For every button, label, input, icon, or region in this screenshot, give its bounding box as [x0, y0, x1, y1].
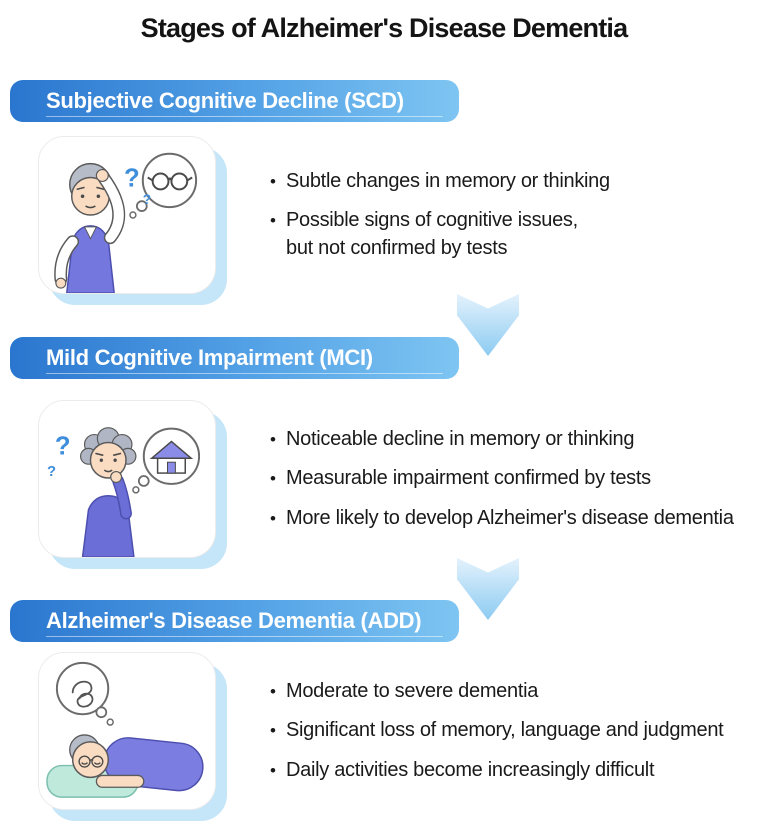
bullet-text: Significant loss of memory, language and…: [286, 719, 724, 742]
stage-header-add: Alzheimer's Disease Dementia (ADD): [10, 600, 459, 642]
header-underline: [46, 373, 443, 374]
bullet-text: Noticeable decline in memory or thinking: [286, 427, 635, 450]
tangled-scribble-icon: [71, 680, 94, 708]
list-item: • Noticeable decline in memory or thinki…: [270, 426, 766, 454]
bullet-text: Measurable impairment confirmed by tests: [286, 467, 651, 490]
down-arrow-icon: [456, 293, 520, 357]
list-item: • Significant loss of memory, language a…: [270, 717, 766, 745]
down-arrow-icon: [456, 557, 520, 621]
header-underline: [46, 636, 443, 637]
scd-illustration: ? ?: [54, 152, 198, 293]
elderly-woman-figure: [80, 427, 137, 557]
glasses-icon: [78, 755, 104, 768]
bullet-icon: •: [270, 681, 276, 701]
stage-header-scd: Subjective Cognitive Decline (SCD): [10, 80, 459, 122]
list-item: • Subtle changes in memory or thinking: [270, 168, 766, 196]
page-title: Stages of Alzheimer's Disease Dementia: [140, 13, 629, 43]
bullet-text: Possible signs of cognitive issues, but …: [286, 209, 578, 259]
stage-header-mci: Mild Cognitive Impairment (MCI): [10, 337, 459, 379]
question-mark-icon: ?: [55, 432, 71, 460]
add-bullet-list: • Moderate to severe dementia • Signific…: [270, 652, 766, 810]
mci-illustration: ? ?: [47, 427, 201, 557]
mci-illustration-card: ? ?: [38, 400, 216, 558]
bullet-icon: •: [270, 760, 276, 780]
bullet-text: More likely to develop Alzheimer's disea…: [286, 506, 734, 529]
bullet-icon: •: [270, 469, 276, 489]
elderly-man-figure: [54, 162, 126, 293]
thought-bubble: [55, 661, 114, 726]
question-mark-small-icon: ?: [47, 464, 56, 480]
list-item: • Daily activities become increasingly d…: [270, 757, 766, 785]
question-mark-icon: ?: [124, 164, 140, 192]
house-icon: [149, 440, 194, 474]
add-illustration: [46, 661, 204, 798]
bullet-text: Daily activities become increasingly dif…: [286, 758, 655, 781]
stage-header-label: Subjective Cognitive Decline (SCD): [46, 88, 404, 113]
bullet-icon: •: [270, 211, 276, 231]
bullet-text: Subtle changes in memory or thinking: [286, 169, 610, 192]
scd-bullet-list: • Subtle changes in memory or thinking •…: [270, 136, 766, 294]
list-item: • Possible signs of cognitive issues, bu…: [270, 207, 766, 262]
bullet-icon: •: [270, 508, 276, 528]
list-item: • More likely to develop Alzheimer's dis…: [270, 505, 766, 533]
bullet-icon: •: [270, 171, 276, 191]
glasses-icon: [147, 172, 193, 191]
bullet-icon: •: [270, 429, 276, 449]
stage-header-label: Alzheimer's Disease Dementia (ADD): [46, 608, 422, 633]
bullet-text: Moderate to severe dementia: [286, 679, 539, 702]
header-underline: [46, 116, 443, 117]
question-mark-small-icon: ?: [143, 191, 151, 207]
bullet-icon: •: [270, 721, 276, 741]
sleeping-person-figure: [46, 734, 204, 798]
stage-header-label: Mild Cognitive Impairment (MCI): [46, 345, 373, 370]
list-item: • Measurable impairment confirmed by tes…: [270, 465, 766, 493]
mci-bullet-list: • Noticeable decline in memory or thinki…: [270, 400, 766, 558]
add-illustration-card: [38, 652, 216, 810]
list-item: • Moderate to severe dementia: [270, 678, 766, 706]
scd-illustration-card: ? ?: [38, 136, 216, 294]
